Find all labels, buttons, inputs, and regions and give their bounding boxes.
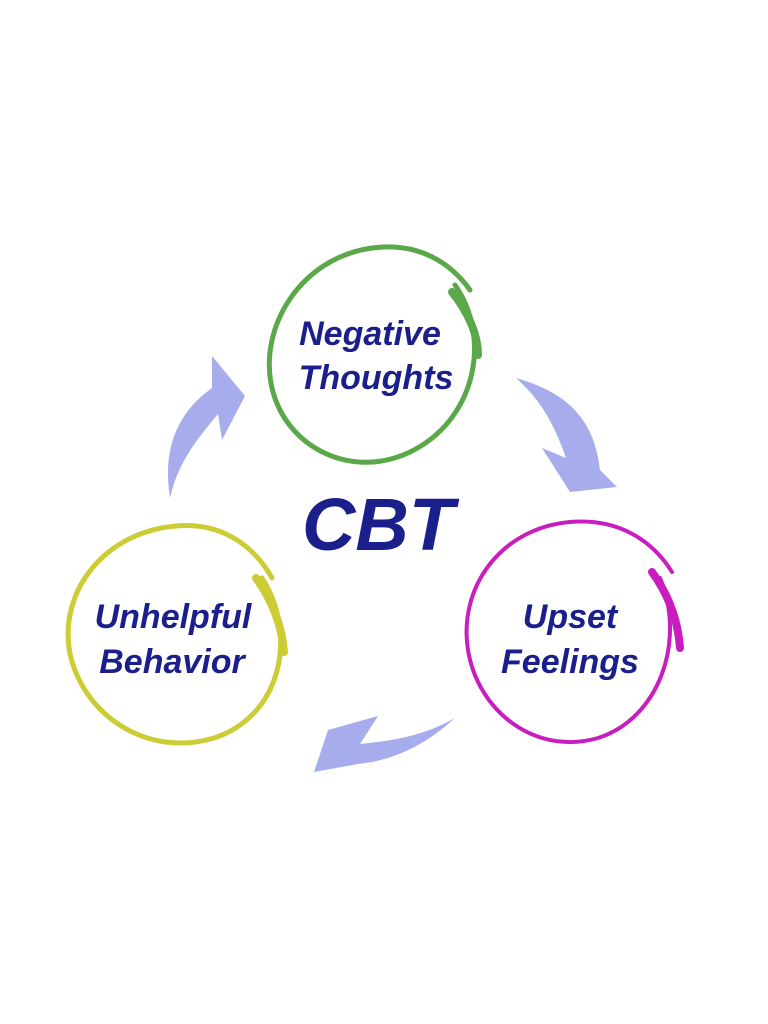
center-label-cbt: CBT bbox=[302, 483, 460, 566]
unhelpful-behavior-ring-tail bbox=[252, 574, 288, 656]
negative-thoughts-label-line1: Negative bbox=[299, 315, 441, 353]
unhelpful-behavior-ring bbox=[65, 523, 284, 746]
upset-feelings-label-line1: Upset bbox=[523, 598, 619, 636]
arrow-behavior-to-thoughts bbox=[167, 356, 245, 498]
arrow-feelings-to-behavior bbox=[314, 716, 455, 772]
unhelpful-behavior-label-line1: Unhelpful bbox=[95, 598, 253, 636]
negative-thoughts-ring-tail bbox=[448, 288, 482, 359]
upset-feelings-ring bbox=[464, 519, 674, 744]
node-negative-thoughts: Negative Thoughts bbox=[266, 244, 482, 465]
negative-thoughts-label-line2: Thoughts bbox=[299, 359, 454, 397]
unhelpful-behavior-label-line2: Behavior bbox=[99, 643, 246, 681]
node-unhelpful-behavior: Unhelpful Behavior bbox=[65, 523, 288, 746]
negative-thoughts-ring bbox=[266, 244, 477, 465]
cycle-arrows bbox=[167, 356, 617, 772]
node-upset-feelings: Upset Feelings bbox=[464, 519, 684, 744]
arrow-thoughts-to-feelings bbox=[516, 378, 617, 492]
upset-feelings-ring-tail bbox=[648, 568, 684, 652]
upset-feelings-label-line2: Feelings bbox=[501, 643, 639, 681]
